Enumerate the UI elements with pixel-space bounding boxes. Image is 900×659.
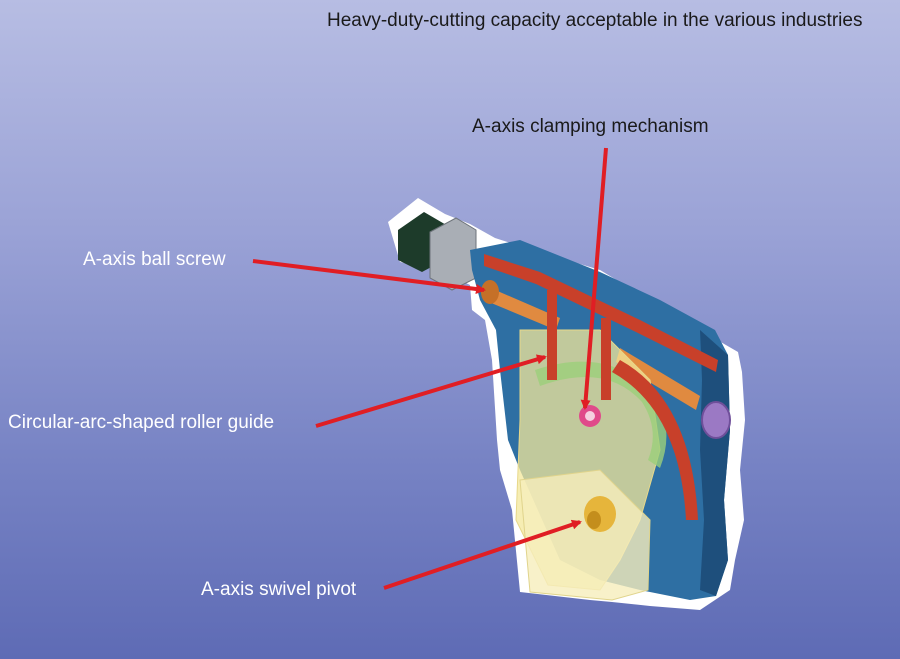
roller-guide-label: Circular-arc-shaped roller guide — [8, 412, 275, 433]
ball-screw-label: A-axis ball screw — [83, 249, 226, 270]
swivel-pivot-label: A-axis swivel pivot — [201, 579, 357, 600]
vertical-rail-right — [601, 318, 611, 400]
swivel-pivot-arrow — [383, 519, 582, 590]
clamp-core — [585, 411, 595, 421]
side-flange — [701, 401, 731, 439]
body-right-face — [700, 330, 730, 596]
green-arc-band — [535, 361, 667, 468]
ball-screw-shaft — [484, 286, 560, 330]
motor-flange — [429, 217, 477, 291]
vertical-rail-left — [547, 290, 557, 380]
clamping-mechanism-arrow — [580, 147, 608, 410]
transparent-lower-block — [519, 469, 651, 601]
roller-guide-arrow — [315, 354, 547, 428]
swivel-pivot-center — [587, 511, 601, 529]
top-guide-rail — [484, 254, 718, 372]
headline: Heavy-duty-cutting capacity acceptable i… — [327, 10, 863, 31]
ball-screw-rod-right — [616, 348, 700, 410]
arc-roller-guide — [612, 360, 698, 520]
ball-screw-arrow — [252, 259, 486, 294]
ball-screw-end — [481, 280, 499, 304]
clamping-mechanism-label: A-axis clamping mechanism — [472, 116, 709, 137]
